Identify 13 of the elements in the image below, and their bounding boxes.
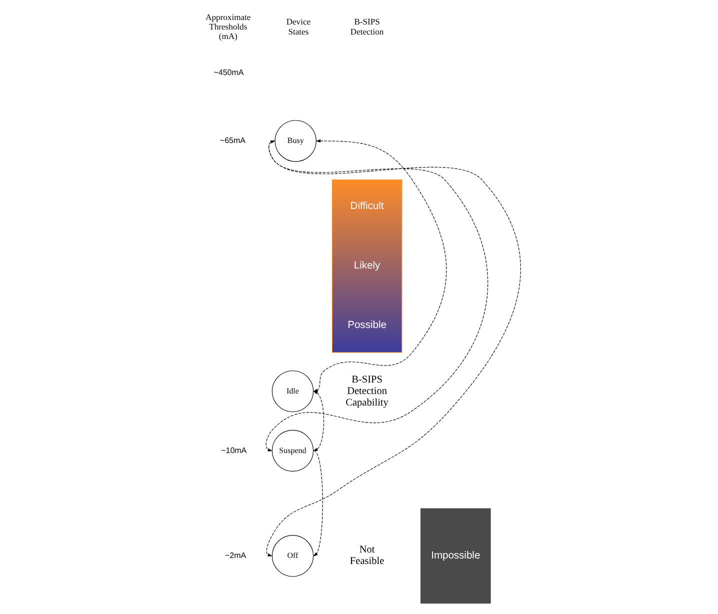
label: B-SIPS Detection Capability (346, 374, 388, 408)
node-circle: Suspend (272, 430, 314, 472)
label: B-SIPS Detection (350, 16, 384, 36)
arrow (313, 390, 324, 452)
node-circle: Busy (274, 120, 316, 162)
arrow (313, 450, 323, 556)
node-box: Impossible (420, 508, 491, 604)
label: Approximate Thresholds (mA) (206, 12, 251, 42)
node-circle: Idle (272, 370, 314, 412)
label: Device States (286, 16, 311, 36)
node-circle: Off (272, 535, 314, 577)
label: Not Feasible (350, 544, 384, 568)
node-box: Difficult Likely Possible (332, 180, 402, 353)
